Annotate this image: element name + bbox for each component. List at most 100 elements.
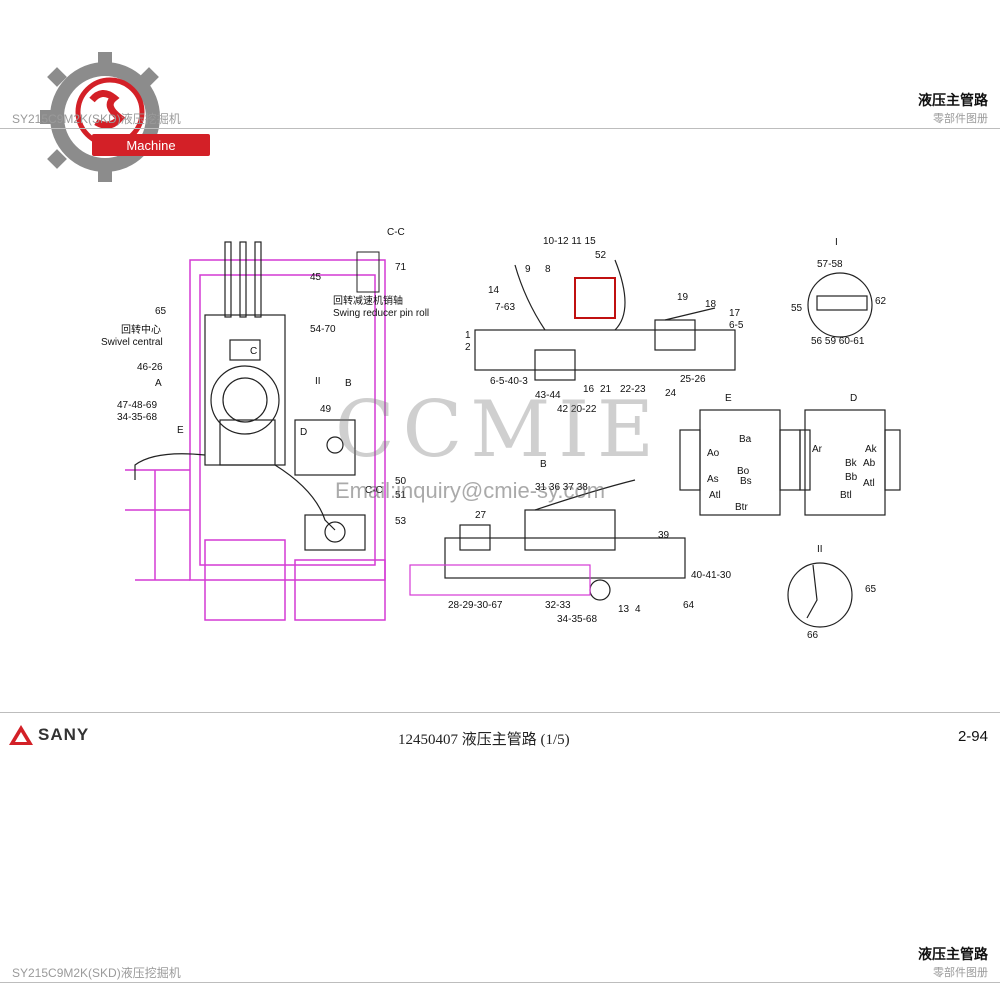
callout: 55 [791, 303, 803, 314]
callout: 32-33 [545, 600, 571, 611]
detail-i-drawing [807, 272, 873, 338]
port-label: As [707, 474, 719, 485]
logo-text: Machine [126, 138, 175, 153]
gear-icon [40, 52, 160, 182]
label-c-c: C-C [387, 227, 405, 238]
callout: 66 [807, 630, 819, 641]
port-label: Ba [739, 434, 752, 445]
callout: 65 [155, 306, 167, 317]
port-label: Atl [709, 490, 721, 501]
port-label: Ar [812, 444, 823, 455]
detail-ii-marker: II [315, 376, 321, 387]
callout: 6-5-40-3 [490, 376, 528, 387]
callout: 43-44 [535, 390, 561, 401]
callout: 47-48-69 [117, 400, 157, 411]
callout: 64 [683, 600, 695, 611]
callout: 53 [395, 516, 407, 527]
callout: 8 [545, 264, 551, 275]
swing-pin-en: Swing reducer pin roll [333, 308, 429, 319]
port-label: Ak [865, 444, 878, 455]
callout: 6-5 [729, 320, 744, 331]
callout: 46-26 [137, 362, 163, 373]
callout: 1 [465, 330, 471, 341]
callout: 31 36 37 38 [535, 482, 588, 493]
hydraulic-drawing: C-C C-C 回转减速机销轴 Swing reducer pin roll 回… [101, 227, 901, 641]
view-e-marker: E [177, 425, 184, 436]
machine-logo: Machine [40, 52, 210, 182]
plan-view-frame [125, 259, 386, 621]
callout: 62 [875, 296, 887, 307]
callout: 9 [525, 264, 531, 275]
callout: 14 [488, 285, 500, 296]
footer-rule [0, 712, 1000, 713]
sany-brand: SANY [8, 724, 89, 746]
callout: 34-35-68 [557, 614, 597, 625]
page-number: 2-94 [957, 728, 988, 745]
view-c-marker: C [250, 346, 257, 357]
next-page-subtitle: 零部件图册 [933, 967, 988, 979]
callout: 21 [600, 384, 612, 395]
callout: 13 [618, 604, 630, 615]
sany-logo-icon [9, 725, 33, 745]
bottom-rule [0, 982, 1000, 983]
port-label: Bk [845, 458, 858, 469]
callout: 28-29-30-67 [448, 600, 503, 611]
callout: 18 [705, 299, 717, 310]
view-b-title: B [540, 459, 547, 470]
port-label: Btr [735, 502, 748, 513]
callout: 71 [395, 262, 407, 273]
swing-pin-cn: 回转减速机销轴 [333, 294, 403, 307]
swivel-cn: 回转中心 [121, 323, 161, 336]
watermark: CCMIE [335, 385, 662, 475]
svg-text:C-C: C-C [365, 485, 383, 496]
swivel-en: Swivel central [101, 337, 163, 348]
detail-i-title: I [835, 237, 838, 248]
callout: 40-41-30 [691, 570, 731, 581]
callout: 50 [395, 476, 407, 487]
callout: 54-70 [310, 324, 336, 335]
callout: 16 [583, 384, 595, 395]
header-rule [0, 128, 1000, 129]
detail-ii-title: II [817, 544, 823, 555]
callout: 65 [865, 584, 877, 595]
footer-code: 12450407 液压主管路 (1/5) [398, 732, 570, 748]
valve-blocks [679, 409, 901, 516]
plan-view-parts [134, 241, 366, 551]
callout: 22-23 [620, 384, 646, 395]
callout: 45 [310, 272, 322, 283]
callout: 7-63 [495, 302, 515, 313]
next-page-model: SY215C9M2K(SKD)液压挖掘机 [12, 966, 181, 980]
callout: 4 [635, 604, 641, 615]
header-subtitle: 零部件图册 [933, 113, 988, 125]
header-title: 液压主管路 [918, 92, 988, 108]
view-a-assembly [474, 259, 736, 381]
header-model: SY215C9M2K(SKD)液压挖掘机 [12, 112, 181, 126]
view-b-marker: B [345, 378, 352, 389]
detail-ii-drawing [787, 562, 853, 628]
callout: 25-26 [680, 374, 706, 385]
callout: 2 [465, 342, 471, 353]
valve-d-title: D [850, 393, 857, 404]
watermark-email: Email:inquiry@cmie-sy.com [335, 478, 606, 503]
callout: 24 [665, 388, 677, 399]
callout: 51 [395, 490, 407, 501]
next-page-title: 液压主管路 [918, 946, 988, 962]
view-d-marker: D [300, 427, 307, 438]
port-label: Ao [707, 448, 720, 459]
callout: 56 59 60-61 [811, 336, 865, 347]
view-a-marker: A [155, 378, 162, 389]
port-label: Atl [863, 478, 875, 489]
valve-e-title: E [725, 393, 732, 404]
callout: 57-58 [817, 259, 843, 270]
callout: 10-12 11 15 [543, 236, 596, 247]
callout: 42 20-22 [557, 404, 597, 415]
view-b-assembly [409, 479, 686, 601]
callout: 39 [658, 530, 670, 541]
port-label: Ab [863, 458, 876, 469]
callout: 34-35-68 [117, 412, 157, 423]
port-label: Btl [840, 490, 852, 501]
port-label: Bo [737, 466, 750, 477]
callout: 19 [677, 292, 689, 303]
port-label: Bs [740, 476, 752, 487]
callout: 17 [729, 308, 741, 319]
